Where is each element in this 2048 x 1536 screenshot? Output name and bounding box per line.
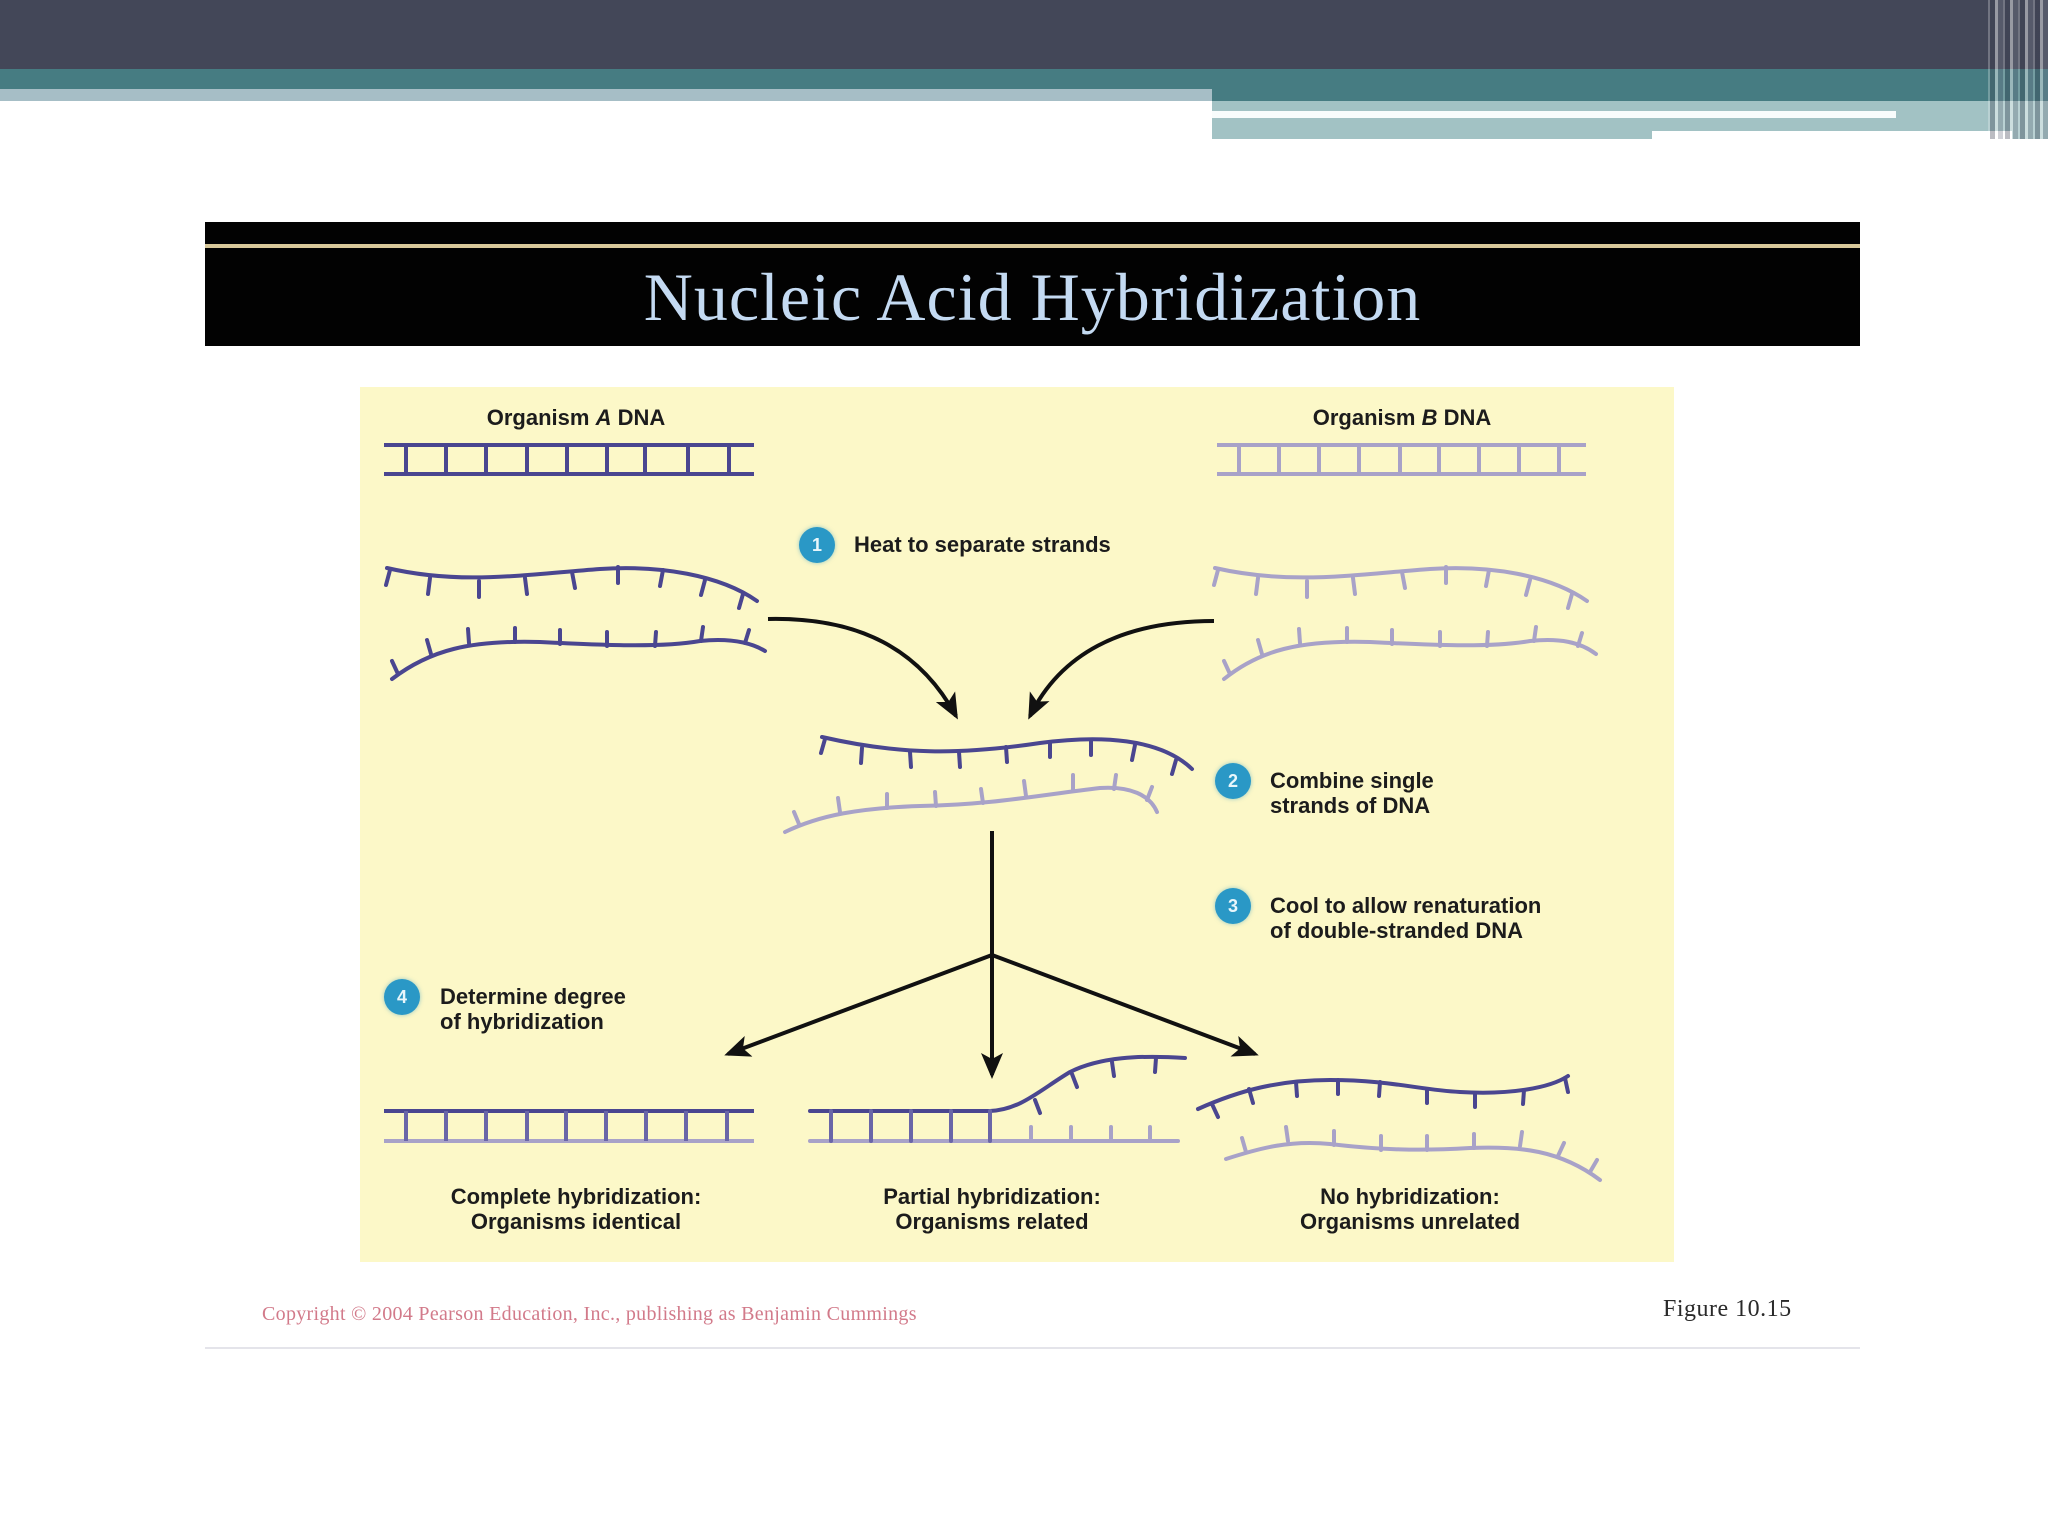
converge-arrows xyxy=(767,616,1215,720)
step-1-badge: 1 xyxy=(799,527,835,563)
step-2-badge: 2 xyxy=(1215,763,1251,799)
organism-a-single-strands xyxy=(384,565,767,681)
organism-a-label-prefix: Organism xyxy=(486,405,596,430)
footer-divider xyxy=(205,1347,1860,1349)
header-band-light-left xyxy=(0,89,1212,101)
organism-a-label: Organism A DNA xyxy=(476,405,676,430)
outcome-partial-line1: Partial hybridization: xyxy=(883,1184,1101,1209)
outcome-partial-line2: Organisms related xyxy=(895,1209,1089,1234)
header-white-stripe xyxy=(1212,111,1896,118)
header-vertical-stripes xyxy=(1988,0,2048,139)
slide-title: Nucleic Acid Hybridization xyxy=(643,259,1422,335)
header-white-notch xyxy=(1652,131,2012,139)
outcome-complete-line1: Complete hybridization: xyxy=(450,1184,702,1209)
outcome-none-line2: Organisms unrelated xyxy=(1299,1209,1521,1234)
step-4-text-line1: Determine degree xyxy=(440,984,626,1009)
step-3-badge: 3 xyxy=(1215,888,1251,924)
step-3-text-line2: of double-stranded DNA xyxy=(1270,918,1523,943)
copyright-notice: Copyright © 2004 Pearson Education, Inc.… xyxy=(262,1303,917,1325)
organism-b-label-suffix: DNA xyxy=(1437,405,1492,430)
organism-a-label-suffix: DNA xyxy=(611,405,666,430)
title-banner: Nucleic Acid Hybridization xyxy=(205,222,1860,346)
organism-a-letter: A xyxy=(595,405,612,430)
organism-b-label-prefix: Organism xyxy=(1312,405,1422,430)
header-band-dark xyxy=(0,0,2048,69)
organism-b-single-strands xyxy=(1212,565,1598,681)
organism-b-label: Organism B DNA xyxy=(1302,405,1502,430)
step-2-text-line2: strands of DNA xyxy=(1270,793,1431,818)
organism-a-ladder xyxy=(384,443,754,476)
hybridization-figure: Organism A DNA Organism B DNA 1 Heat to … xyxy=(360,387,1674,1262)
step-3-text-line1: Cool to allow renaturation xyxy=(1270,893,1542,918)
outcome-complete-line2: Organisms identical xyxy=(470,1209,682,1234)
organism-b-ladder xyxy=(1217,443,1586,476)
partial-hybrid xyxy=(808,1054,1187,1143)
branch-arrows xyxy=(724,831,1259,1079)
step-4-badge: 4 xyxy=(384,979,420,1015)
organism-b-letter: B xyxy=(1421,405,1438,430)
combined-strands xyxy=(783,735,1194,834)
no-hybrid-strands xyxy=(1196,1074,1602,1182)
step-2-text-line1: Combine single xyxy=(1270,768,1434,793)
title-gold-rule xyxy=(205,244,1860,248)
step-4-text-line2: of hybridization xyxy=(440,1009,604,1034)
diagram-graphics xyxy=(384,443,1602,1182)
figure-number: Figure 10.15 xyxy=(1663,1296,1792,1322)
outcome-none-line1: No hybridization: xyxy=(1320,1184,1500,1209)
complete-hybrid-ladder xyxy=(384,1109,754,1143)
step-1-text: Heat to separate strands xyxy=(854,532,1111,557)
